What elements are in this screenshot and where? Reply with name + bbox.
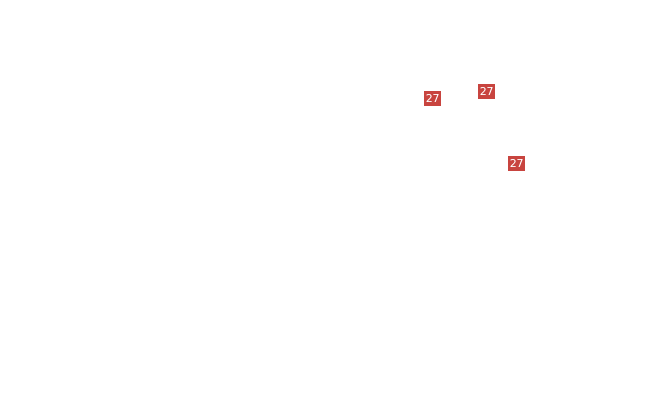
number-marker[interactable]: 27 bbox=[424, 91, 441, 106]
number-marker[interactable]: 27 bbox=[478, 84, 495, 99]
number-marker[interactable]: 27 bbox=[508, 156, 525, 171]
